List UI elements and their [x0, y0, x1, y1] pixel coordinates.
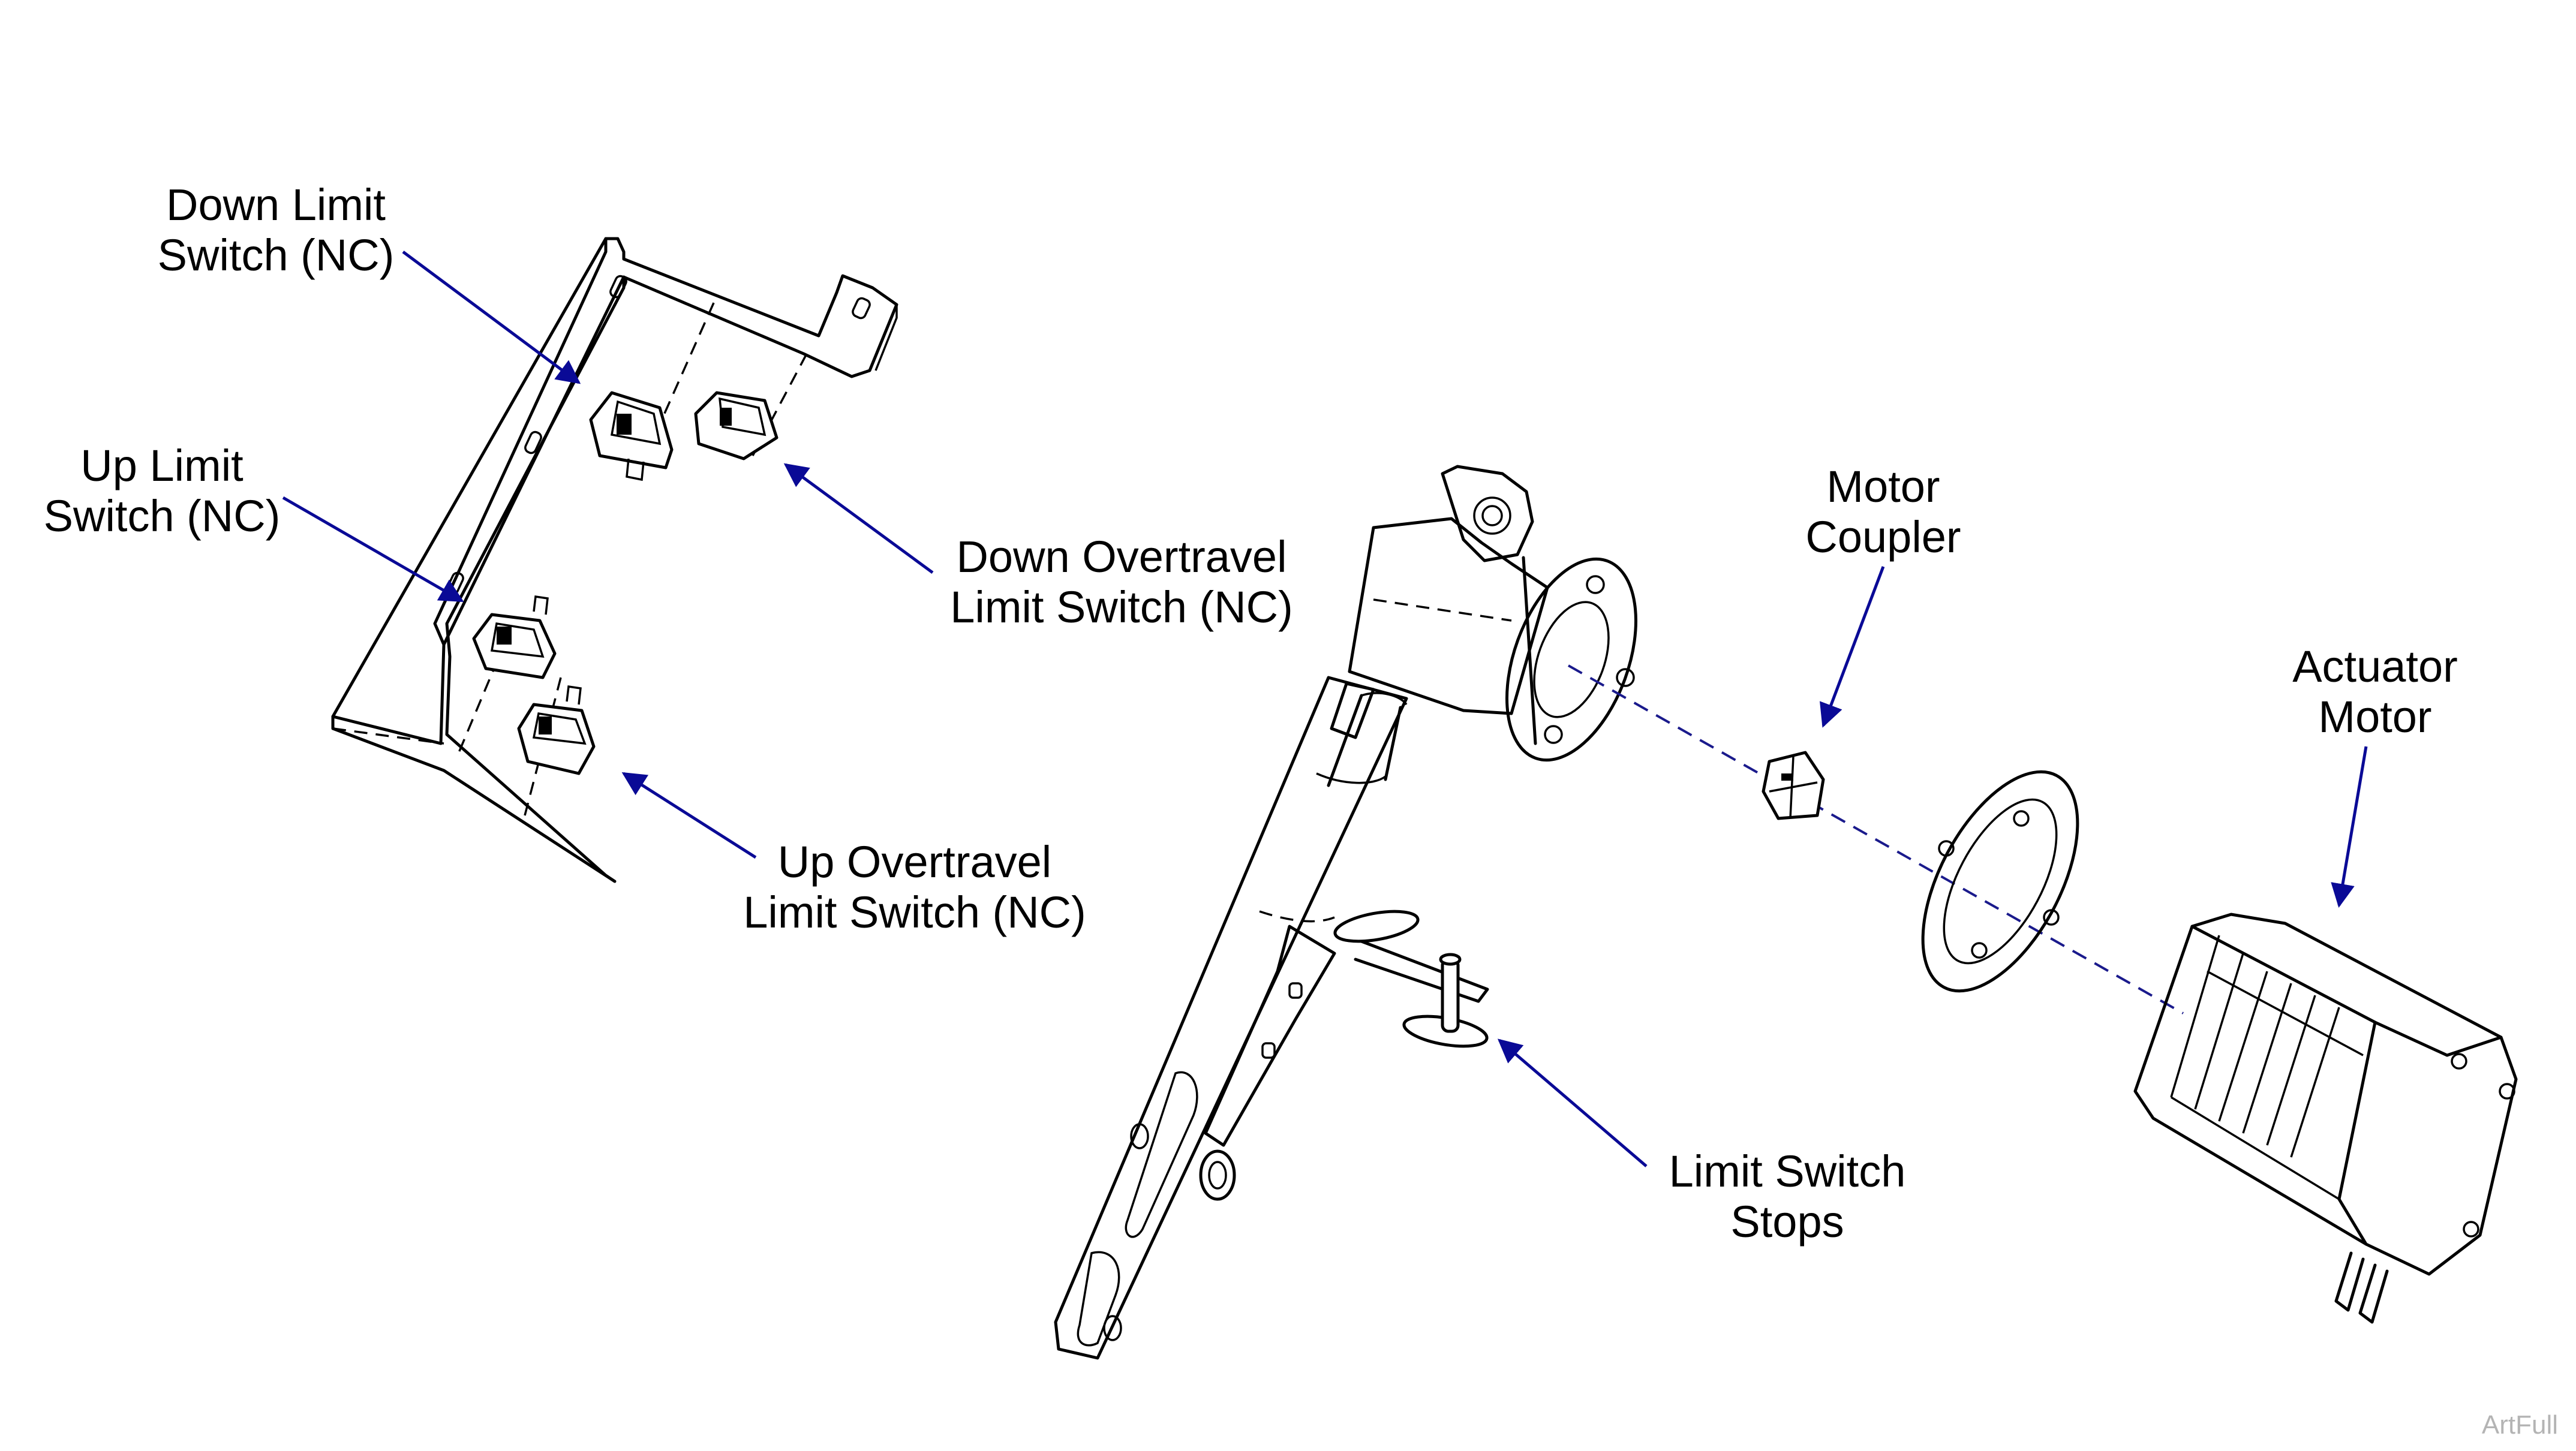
motor-coupler-label: Motor Coupler [1805, 462, 1961, 562]
assembly-axis-line [1568, 664, 2184, 1015]
up-limit-switch [472, 595, 557, 679]
actuator-motor-label: Actuator Motor [2292, 642, 2458, 742]
limit-switch-stops-label: Limit Switch Stops [1669, 1146, 1906, 1247]
up-overtravel-limit-switch-label: Up Overtravel Limit Switch (NC) [743, 837, 1086, 937]
leader-arrows [282, 250, 2368, 1167]
down-overtravel-limit-switch-label: Down Overtravel Limit Switch (NC) [950, 532, 1293, 632]
artfull-watermark: ArtFull [2481, 1410, 2558, 1440]
motor-coupler [1762, 751, 1825, 820]
actuator-motor [2133, 913, 2518, 1324]
up-limit-switch-label: Up Limit Switch (NC) [43, 441, 281, 541]
limit-switch-stops [1333, 910, 1489, 1048]
mounting-bracket [331, 237, 898, 883]
down-overtravel-limit-switch [694, 391, 778, 460]
down-limit-switch [589, 391, 674, 481]
down-limit-switch-label: Down Limit Switch (NC) [157, 180, 395, 280]
up-overtravel-limit-switch [517, 685, 596, 775]
actuator-column [1054, 465, 1637, 1360]
gasket [1921, 770, 2079, 993]
